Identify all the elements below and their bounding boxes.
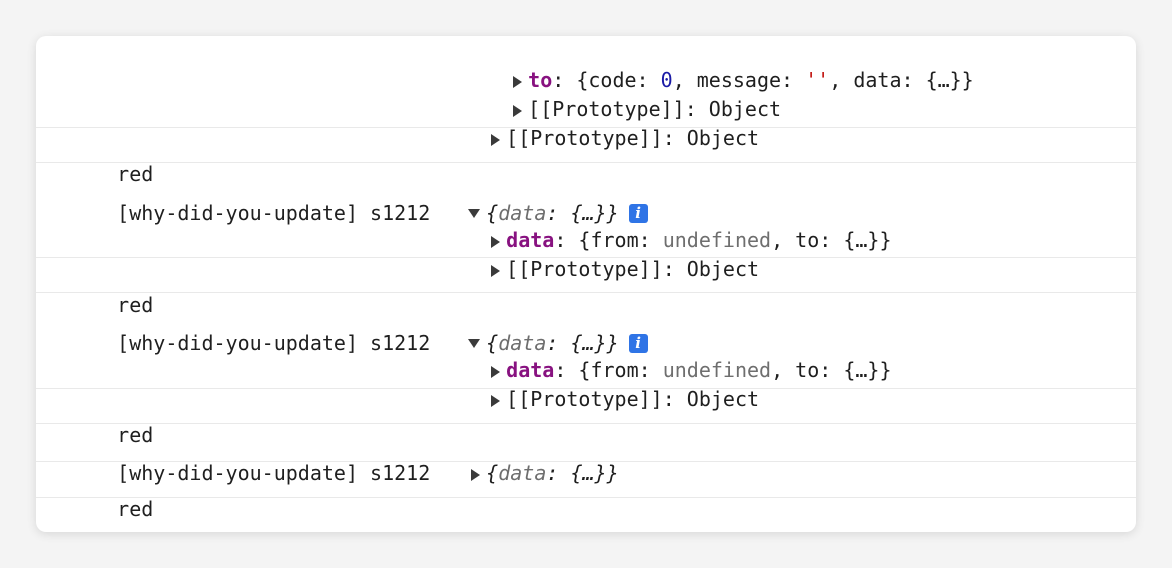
expand-triangle-icon[interactable]: [491, 134, 501, 146]
log-separator: [36, 257, 1136, 258]
collapse-triangle-icon[interactable]: [468, 339, 481, 348]
log-separator: [36, 388, 1136, 389]
info-icon[interactable]: i: [628, 334, 648, 353]
log-separator: [36, 497, 1136, 498]
object-summary[interactable]: {data: {…}}i: [420, 300, 648, 355]
expand-triangle-icon[interactable]: [491, 395, 501, 407]
object-summary[interactable]: {data: {…}}i: [420, 170, 648, 225]
expand-triangle-icon[interactable]: [491, 366, 501, 378]
object-summary[interactable]: {data: {…}}: [423, 430, 619, 485]
info-icon[interactable]: i: [628, 204, 648, 223]
log-entry-why-did-you-update: [why-did-you-update] s1212: [117, 461, 431, 485]
log-entry-why-did-you-update: [why-did-you-update] s1212: [117, 331, 431, 355]
object-prototype[interactable]: [[Prototype]]: Object: [443, 226, 759, 281]
expand-triangle-icon[interactable]: [491, 265, 501, 277]
log-separator: [36, 127, 1136, 128]
log-separator: [36, 162, 1136, 163]
object-property-data[interactable]: data: {from: undefined, to: {…}}: [443, 197, 892, 252]
log-message-red: red: [117, 497, 154, 521]
log-entry-why-did-you-update: [why-did-you-update] s1212: [117, 201, 431, 225]
object-summary[interactable]: {data: {…}}: [423, 504, 619, 532]
object-property-to[interactable]: to: {code: 0, message: '', data: {…}}: [465, 37, 974, 92]
expand-triangle-icon[interactable]: [471, 469, 481, 481]
collapse-triangle-icon[interactable]: [468, 209, 481, 218]
log-separator: [36, 423, 1136, 424]
object-property-data[interactable]: data: {from: undefined, to: {…}}: [443, 327, 892, 382]
object-prototype-inner[interactable]: [[Prototype]]: Object: [465, 66, 781, 121]
object-prototype[interactable]: [[Prototype]]: Object: [443, 356, 759, 411]
expand-triangle-icon[interactable]: [491, 236, 501, 248]
object-prototype-outer[interactable]: [[Prototype]]: Object: [443, 95, 759, 150]
log-entry-why-did-you-update: [why-did-you-update] s1212: [69, 504, 430, 532]
log-separator: [36, 461, 1136, 462]
log-separator: [36, 292, 1136, 293]
log-message-red: red: [117, 423, 154, 447]
devtools-console-panel: to: {code: 0, message: '', data: {…}} [[…: [36, 36, 1136, 532]
log-message-red: red: [117, 162, 154, 186]
log-message-red: red: [117, 293, 154, 317]
expand-triangle-icon[interactable]: [513, 105, 523, 117]
expand-triangle-icon[interactable]: [513, 76, 523, 88]
